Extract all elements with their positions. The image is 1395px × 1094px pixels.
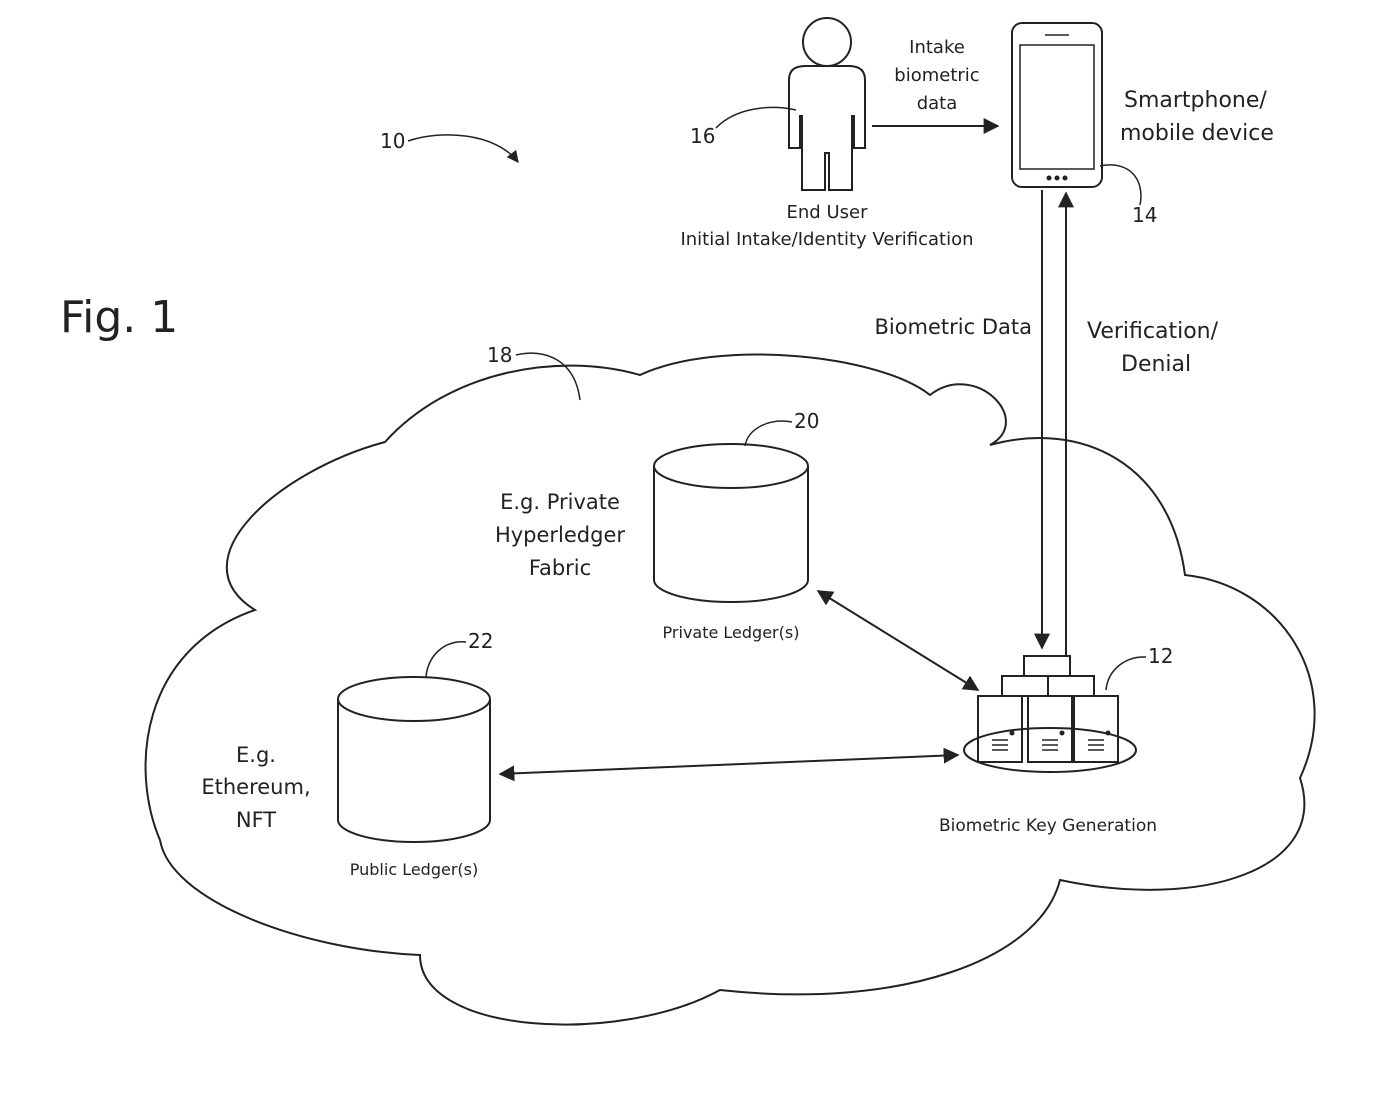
phone-body <box>1012 23 1102 187</box>
private-network-line-3: Fabric <box>529 556 591 580</box>
server-mid-box-right <box>1048 676 1094 696</box>
ref-14-leader <box>1100 165 1141 205</box>
server-light-3 <box>1106 731 1111 736</box>
server-mid-box-left <box>1002 676 1048 696</box>
ref-10-leader <box>408 135 518 162</box>
public-network-label: E.g. Ethereum, NFT <box>201 743 310 832</box>
server-top-box <box>1024 656 1070 676</box>
private-ledger-label: Private Ledger(s) <box>663 623 800 642</box>
private-network-line-2: Hyperledger <box>495 523 625 547</box>
public-network-line-1: E.g. <box>236 743 276 767</box>
private-network-label: E.g. Private Hyperledger Fabric <box>495 490 625 580</box>
private-ledger-server-arrow <box>818 591 978 690</box>
ref-18: 18 <box>487 343 512 367</box>
ref-16: 16 <box>690 124 715 148</box>
private-ledger-cylinder <box>654 466 808 602</box>
intake-label-2: biometric <box>894 65 979 86</box>
public-ledger-top <box>338 677 490 721</box>
biometric-data-label: Biometric Data <box>874 315 1032 339</box>
verification-label-2: Denial <box>1121 352 1191 377</box>
phone-label-1: Smartphone/ <box>1124 88 1267 113</box>
server-light-2 <box>1060 731 1065 736</box>
phone-server-links: Biometric Data Verification/ Denial <box>874 190 1218 656</box>
verification-label-1: Verification/ <box>1087 319 1219 344</box>
ref-22-leader <box>426 642 466 677</box>
server-light-1 <box>1010 731 1015 736</box>
private-network-line-1: E.g. Private <box>500 490 620 514</box>
server-vents <box>992 740 1104 750</box>
ref-22: 22 <box>468 629 493 653</box>
intake-label-1: Intake <box>909 37 965 58</box>
system-ref: 10 <box>380 129 518 162</box>
ref-20-leader <box>745 421 792 446</box>
phone-button-3 <box>1063 176 1068 181</box>
user-description: Initial Intake/Identity Verification <box>680 229 973 250</box>
ref-12-leader <box>1106 657 1146 690</box>
biometric-key-server-cluster: Biometric Key Generation 12 <box>939 644 1173 836</box>
ref-12: 12 <box>1148 644 1173 668</box>
intake-flow: Intake biometric data <box>872 37 998 126</box>
private-ledger-database: Private Ledger(s) 20 <box>654 409 819 642</box>
ref-20: 20 <box>794 409 819 433</box>
intake-label-3: data <box>917 93 958 114</box>
phone-button-2 <box>1055 176 1060 181</box>
server-label: Biometric Key Generation <box>939 816 1157 836</box>
public-ledger-database: Public Ledger(s) 22 <box>338 629 493 879</box>
public-ledger-label: Public Ledger(s) <box>350 860 478 879</box>
phone-screen <box>1020 45 1094 169</box>
user-head <box>803 18 851 66</box>
phone-label-2: mobile device <box>1120 121 1274 146</box>
figure-title: Fig. 1 <box>60 292 178 343</box>
ref-14: 14 <box>1132 203 1157 227</box>
cloud-network: 18 <box>146 343 1315 1025</box>
public-network-line-2: Ethereum, <box>201 775 310 799</box>
public-ledger-server-arrow <box>500 755 958 774</box>
ref-18-leader <box>516 353 580 400</box>
smartphone-device: Smartphone/ mobile device 14 <box>1012 23 1274 227</box>
user-name: End User <box>787 202 869 223</box>
cloud-outline <box>146 355 1315 1025</box>
public-network-line-3: NFT <box>236 808 276 832</box>
private-ledger-top <box>654 444 808 488</box>
ref-10: 10 <box>380 129 405 153</box>
ref-16-leader <box>716 107 796 128</box>
phone-button-1 <box>1047 176 1052 181</box>
user-body <box>789 66 865 190</box>
